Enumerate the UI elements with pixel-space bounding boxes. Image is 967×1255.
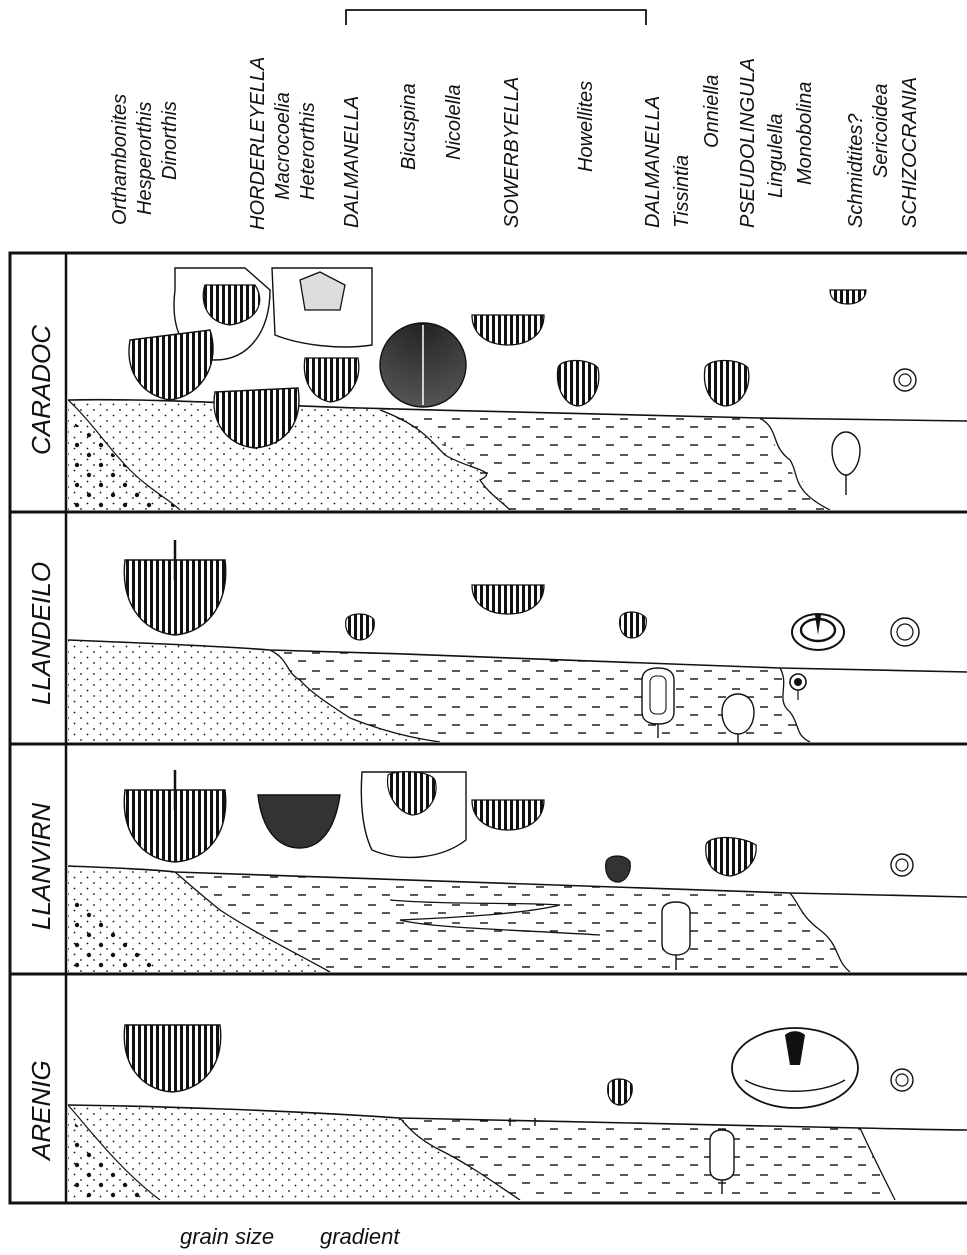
- brachiopod-sericoidea: [830, 290, 866, 304]
- taxon-label: Macrocoelia: [272, 92, 294, 200]
- brachiopod-schizocrania: [891, 1069, 913, 1091]
- taxon-label: PSEUDOLINGULA: [737, 58, 759, 228]
- footer-grain-size: grain size: [180, 1224, 274, 1249]
- brachiopod-hesperorthis: [258, 795, 340, 848]
- brachiopod-pseudolingula: [662, 902, 690, 955]
- dalmanella-bracket: [346, 10, 646, 25]
- brachiopod-orthambonites: [124, 1025, 221, 1092]
- brachiopod-dalmanella-2: [620, 612, 647, 638]
- brachiopod-lingulella: [832, 432, 860, 475]
- taxon-label: Onniella: [701, 75, 723, 148]
- taxon-label: Schmidtites?: [845, 113, 867, 228]
- brachiopod-sowerbyella: [472, 585, 544, 614]
- taxon-label: Nicolella: [443, 84, 465, 160]
- stage-label-llanvirn: LLANVIRN: [26, 803, 56, 930]
- taxon-label: Heterorthis: [297, 102, 319, 200]
- taxon-label: DALMANELLA: [341, 96, 363, 228]
- taxon-label: Sericoidea: [870, 83, 892, 178]
- footer-gradient: gradient: [320, 1224, 400, 1249]
- brachiopod-howellites: [706, 838, 756, 877]
- llandeilo-sediment: [68, 640, 967, 742]
- taxon-label: SOWERBYELLA: [501, 77, 523, 228]
- taxon-label: Orthambonites: [109, 94, 131, 225]
- taxon-label: Tissintia: [671, 155, 693, 228]
- brachiopod-hesperorthis: [304, 358, 358, 402]
- brachiopod-lingulella: [710, 1130, 734, 1180]
- stage-label-caradoc: CARADOC: [26, 325, 56, 455]
- taxon-label: DALMANELLA: [642, 96, 664, 228]
- llanvirn-sediment: [68, 866, 967, 972]
- taxon-label: Howellites: [575, 81, 597, 172]
- brachiopod-dalmanella: [606, 856, 631, 882]
- brachiopod-dalmanella: [346, 614, 375, 640]
- brachiopod-lingulella: [722, 694, 754, 734]
- brachiopod-sowerbyella: [472, 800, 544, 830]
- brachiopod-howellites: [704, 361, 748, 407]
- stage-label-llandeilo: LLANDEILO: [26, 562, 56, 705]
- taxon-label: Monobolina: [794, 82, 816, 185]
- brachiopod-schizocrania: [891, 854, 913, 876]
- taxon-label: Hesperorthis: [134, 102, 156, 215]
- taxon-label: Lingulella: [765, 113, 787, 198]
- brachiopod-sowerbyella: [472, 315, 544, 345]
- taxon-label: SCHIZOCRANIA: [899, 77, 921, 228]
- stage-label-arenig: ARENIG: [26, 1060, 56, 1162]
- brachiopod-schizocrania: [891, 618, 919, 646]
- taxon-label: Dinorthis: [159, 101, 181, 180]
- brachiopod-dinorthis: [129, 330, 213, 400]
- brachiopod-dalmanella: [558, 361, 599, 407]
- brachiopod-dalmanella: [608, 1079, 633, 1105]
- taxon-label: Bicuspina: [398, 83, 420, 170]
- taxon-label: HORDERLEYELLA: [247, 57, 269, 230]
- brachiopod-schizocrania: [894, 369, 916, 391]
- arenig-sediment: [68, 1105, 967, 1200]
